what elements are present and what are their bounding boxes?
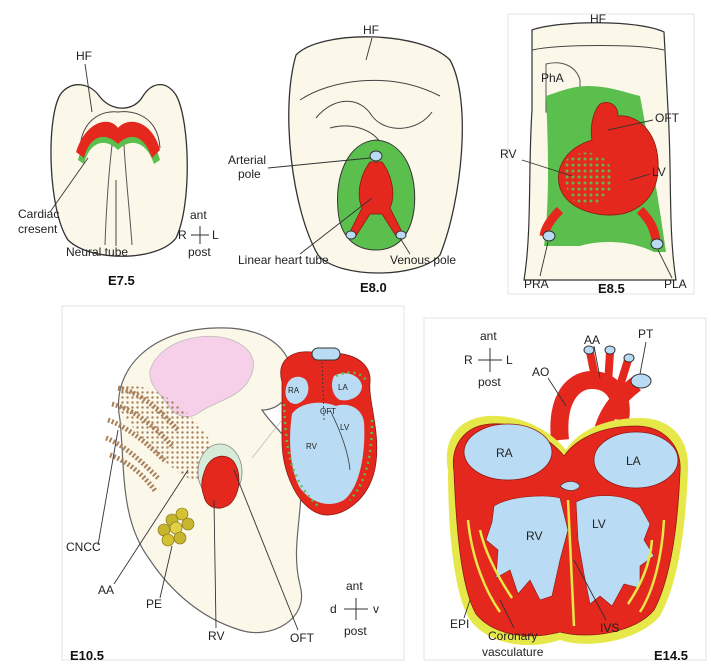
pt-cap: [631, 374, 651, 388]
axis-ant-e14-5: ant: [480, 329, 497, 343]
label-inset-lv: LV: [340, 423, 350, 432]
label-cardiac-crescent-line2: cresent: [18, 222, 58, 236]
label-rv-e8-5: RV: [500, 147, 516, 161]
pra-cap: [543, 231, 555, 241]
axis-l-e14-5: L: [506, 353, 513, 367]
label-oft-e10-5: OFT: [290, 631, 315, 645]
axis-post-e8-0: post: [188, 245, 211, 259]
branch-cap-3: [624, 354, 634, 362]
label-neural-tube: Neural tube: [66, 245, 128, 259]
panel-e14-5: RA LA RV LV AA PT AO EPI Coronary vascul…: [424, 318, 706, 663]
label-epi: EPI: [450, 617, 469, 631]
axis-r-e14-5: R: [464, 353, 473, 367]
label-arterial-pole: Arterial pole: [228, 153, 269, 181]
label-lv-e14-5: LV: [592, 517, 606, 531]
embryo-e7-5: [51, 85, 187, 257]
axis-v-e10-5: v: [373, 602, 379, 616]
pla-cap: [651, 239, 663, 249]
label-pra: PRA: [524, 277, 549, 291]
label-aa-e10-5: AA: [98, 583, 114, 597]
axis-post-e14-5: post: [478, 375, 501, 389]
label-arterial-pole-line1: Arterial: [228, 153, 266, 167]
label-la-e14-5: LA: [626, 454, 641, 468]
panel-e8-0: HF Arterial pole Linear heart tube Venou…: [178, 23, 462, 295]
axis-d-e10-5: d: [330, 602, 337, 616]
label-ra-e14-5: RA: [496, 446, 513, 460]
inset-outflow-cap: [312, 348, 340, 360]
label-coronary-line1: Coronary: [488, 629, 537, 643]
axis-post-e10-5: post: [344, 624, 367, 638]
inset-heart-e10-5: RA LA OFT RV LV: [281, 348, 377, 515]
label-inset-oft: OFT: [320, 407, 336, 416]
label-venous-pole: Venous pole: [390, 253, 456, 267]
label-inset-la: LA: [338, 383, 348, 392]
label-pt: PT: [638, 327, 654, 341]
axis-ant-e8-0: ant: [190, 208, 207, 222]
panel-e10-5: RA LA OFT RV LV CNCC AA PE RV OFT ant po…: [62, 306, 404, 663]
label-ao: AO: [532, 365, 549, 379]
label-ivs: IVS: [600, 621, 619, 635]
panel-e8-5: HF PhA OFT RV LV PRA PLA E8.5: [500, 12, 694, 296]
axes-e10-5: ant post d v: [330, 579, 379, 638]
label-inset-rv: RV: [306, 442, 318, 451]
axes-e8-0: ant post R L: [178, 208, 219, 259]
label-inset-ra: RA: [288, 386, 300, 395]
label-lv-e8-5: LV: [652, 165, 666, 179]
label-hf-e7-5: HF: [76, 49, 92, 63]
label-linear-heart-tube: Linear heart tube: [238, 253, 329, 267]
arterial-pole-cap: [370, 151, 382, 161]
stage-e14-5: E14.5: [654, 648, 688, 663]
label-pe: PE: [146, 597, 162, 611]
stage-e7-5: E7.5: [108, 273, 135, 288]
label-cardiac-crescent-line1: Cardiac: [18, 207, 59, 221]
branch-cap-2: [605, 346, 615, 354]
axes-e14-5: ant post R L: [464, 329, 513, 389]
label-rv-e10-5: RV: [208, 629, 224, 643]
stage-e8-0: E8.0: [360, 280, 387, 295]
venous-pole-cap-left: [346, 231, 356, 239]
label-aa-e14-5: AA: [584, 333, 600, 347]
label-coronary-line2: vasculature: [482, 645, 544, 659]
stage-e10-5: E10.5: [70, 648, 104, 663]
label-hf-e8-5: HF: [590, 12, 606, 26]
label-pla: PLA: [664, 277, 687, 291]
label-arterial-pole-line2: pole: [238, 167, 261, 181]
axis-r-e8-0: R: [178, 228, 187, 242]
stage-e8-5: E8.5: [598, 281, 625, 296]
axis-ant-e10-5: ant: [346, 579, 363, 593]
panel-e7-5: HF Cardiac cresent Neural tube E7.5: [18, 49, 187, 288]
label-cardiac-crescent: Cardiac cresent: [18, 207, 63, 236]
label-cncc: CNCC: [66, 540, 101, 554]
label-oft-e8-5: OFT: [655, 111, 680, 125]
label-hf-e8-0: HF: [363, 23, 379, 37]
venous-pole-cap-right: [396, 231, 406, 239]
axis-l-e8-0: L: [212, 228, 219, 242]
label-pha: PhA: [541, 71, 564, 85]
branch-cap-1: [584, 346, 594, 354]
label-rv-e14-5: RV: [526, 529, 542, 543]
